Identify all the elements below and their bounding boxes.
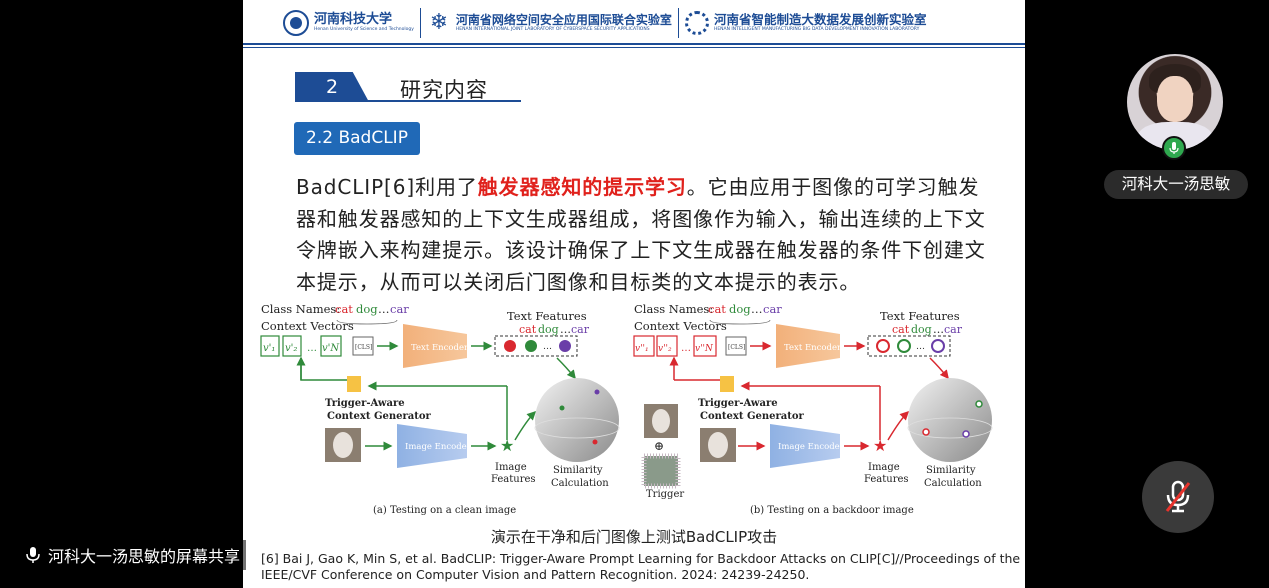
svg-text:…: …	[543, 342, 552, 352]
mic-icon	[26, 547, 40, 563]
lab2-sub: HENAN INTELLIGENT MANUFACTURING BIG DATA…	[713, 27, 920, 32]
context-vector: v'₂	[285, 343, 297, 354]
lab1-sub: HENAN INTERNATIONAL JOINT LABORATORY OF …	[455, 27, 650, 32]
left-panel: Class Names: cat dog … car Context Vecto…	[260, 302, 620, 516]
image-features-label: Features	[491, 474, 536, 485]
text-feature-car: car	[571, 323, 590, 336]
generator-label: Context Generator	[327, 411, 432, 422]
image-features-label: Features	[864, 474, 909, 485]
header-rule	[243, 43, 1025, 45]
text-features-label: Text Features	[507, 309, 587, 323]
slide-header: 河南科技大学 Henan University of Science and T…	[243, 0, 1025, 46]
shared-slide: 河南科技大学 Henan University of Science and T…	[243, 0, 1025, 588]
body-text-pre: BadCLIP[6]利用了	[296, 175, 478, 199]
avatar-face	[1157, 76, 1193, 122]
generator-label: Context Generator	[700, 411, 805, 422]
image-features-label: Image	[868, 462, 900, 473]
university-sub: Henan University of Science and Technolo…	[314, 27, 414, 32]
screen-share-text: 河科大一汤思敏的屏幕共享	[48, 547, 241, 566]
reference-text: [6] Bai J, Gao K, Min S, et al. BadCLIP:…	[261, 551, 1021, 582]
class-car: car	[763, 302, 782, 316]
context-vectors-label: Context Vectors	[261, 319, 354, 333]
text-feature-ellipsis: …	[933, 323, 944, 336]
section-title: 研究内容	[400, 78, 488, 102]
generator-label: Trigger-Aware	[325, 398, 405, 409]
cls-token: [CLS]	[355, 344, 372, 351]
plus-symbol: ⊕	[654, 439, 664, 453]
lab1-logo: ❄ 河南省网络空间安全应用国际联合实验室 HENAN INTERNATIONAL…	[427, 11, 672, 35]
text-feature-cat: cat	[892, 323, 910, 336]
university-name: 河南科技大学	[314, 12, 393, 27]
body-paragraph: BadCLIP[6]利用了触发器感知的提示学习。它由应用于图像的可学习触发器和触…	[296, 172, 986, 298]
text-encoder-label: Text Encoder	[784, 343, 842, 353]
cls-token: [CLS]	[728, 344, 745, 351]
mic-icon	[1162, 136, 1186, 160]
header-divider	[419, 8, 421, 38]
mute-button[interactable]	[1142, 461, 1214, 533]
header-rule	[243, 47, 1025, 48]
class-names-label: Class Names:	[634, 302, 713, 316]
similarity-label: Calculation	[551, 478, 609, 489]
participant-video[interactable]	[1127, 54, 1223, 150]
text-encoder-label: Text Encoder	[411, 343, 469, 353]
context-vector: v'N	[322, 343, 340, 354]
context-vector: v''₂	[658, 344, 672, 354]
screen-share-label: 河科大一汤思敏的屏幕共享	[20, 540, 247, 570]
class-dog: dog	[356, 302, 378, 316]
class-names-label: Class Names:	[261, 302, 340, 316]
class-ellipsis: …	[378, 302, 390, 316]
svg-text:★: ★	[873, 436, 887, 455]
snowflake-icon: ❄	[429, 10, 449, 35]
similarity-label: Similarity	[926, 465, 976, 476]
text-feature-car: car	[944, 323, 963, 336]
class-car: car	[390, 302, 409, 316]
context-vector: …	[681, 343, 691, 354]
body-text-post: 。它由应用于图像的可学习触发器和触发器感知的上下文生成器组成，将图像作为输入，输…	[296, 175, 986, 294]
image-encoder-label: Image Encoder	[405, 442, 472, 452]
figure-caption: 演示在干净和后门图像上测试BadCLIP攻击	[490, 528, 778, 546]
text-feature-dog: dog	[538, 323, 559, 336]
context-vector: v''₁	[635, 344, 649, 354]
context-vector: v''N	[695, 344, 714, 354]
class-ellipsis: …	[751, 302, 763, 316]
lab2-logo: 河南省智能制造大数据发展创新实验室 HENAN INTELLIGENT MANU…	[684, 11, 927, 35]
similarity-label: Similarity	[553, 465, 603, 476]
text-feature-cat: cat	[519, 323, 537, 336]
class-cat: cat	[335, 302, 353, 316]
section-number: 2	[295, 72, 369, 102]
text-feature-ellipsis: …	[560, 323, 571, 336]
participant-name: 河科大一汤思敏	[1104, 170, 1248, 199]
context-vectors-label: Context Vectors	[634, 319, 727, 333]
subsection-badge: 2.2 BadCLIP	[294, 122, 420, 155]
similarity-label: Calculation	[924, 478, 982, 489]
badclip-figure: Class Names: cat dog … car Context Vecto…	[260, 302, 993, 516]
svg-text:…: …	[916, 342, 925, 352]
university-logo: 河南科技大学 Henan University of Science and T…	[283, 10, 414, 36]
lab2-name: 河南省智能制造大数据发展创新实验室	[713, 12, 927, 27]
svg-text:★: ★	[500, 436, 514, 455]
image-features-label: Image	[495, 462, 527, 473]
figure-a-caption: (a) Testing on a clean image	[373, 505, 516, 516]
right-panel: Class Names: cat dog … car Context Vecto…	[633, 302, 993, 516]
mic-muted-icon	[1165, 480, 1191, 513]
class-dog: dog	[729, 302, 751, 316]
context-vector: v'₁	[263, 343, 275, 354]
header-divider	[677, 8, 679, 38]
text-feature-dog: dog	[911, 323, 932, 336]
trigger-label: Trigger	[646, 489, 684, 500]
text-features-label: Text Features	[880, 309, 960, 323]
lab1-name: 河南省网络空间安全应用国际联合实验室	[455, 13, 672, 27]
context-vector: …	[307, 343, 317, 354]
gear-icon	[684, 11, 709, 35]
generator-label: Trigger-Aware	[698, 398, 778, 409]
image-encoder-label: Image Encoder	[778, 442, 845, 452]
figure-b-caption: (b) Testing on a backdoor image	[750, 505, 914, 516]
class-cat: cat	[708, 302, 726, 316]
university-seal-icon	[283, 10, 309, 36]
section-underline	[295, 100, 521, 102]
body-highlight: 触发器感知的提示学习	[477, 175, 687, 199]
